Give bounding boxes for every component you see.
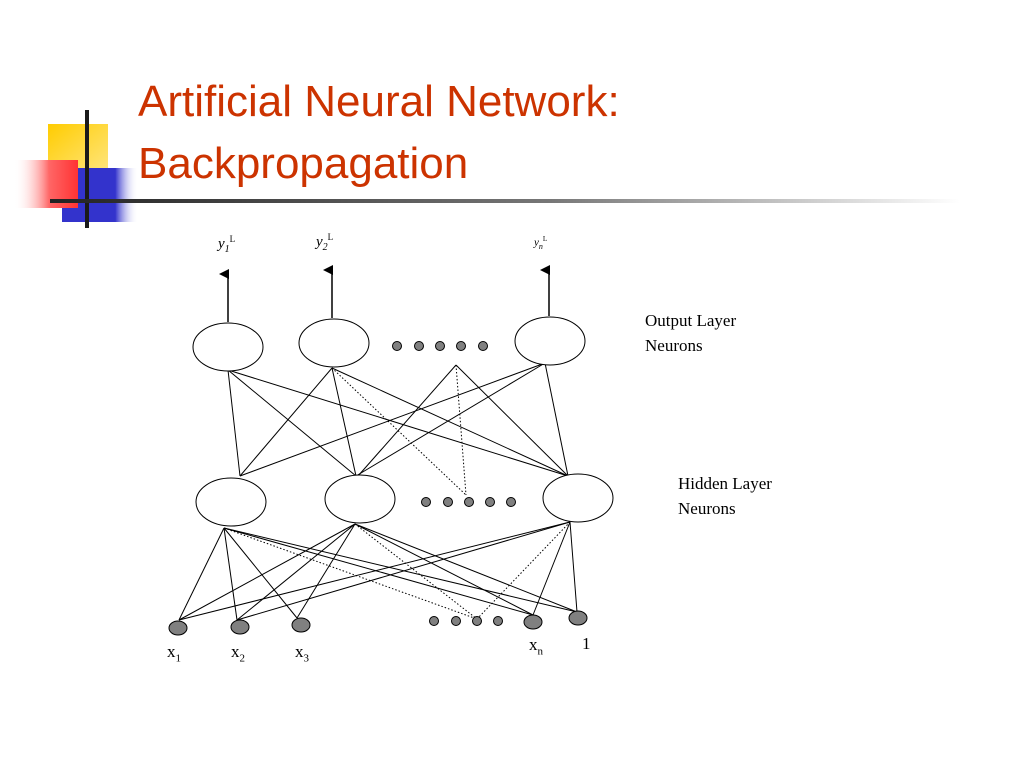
hidden-neuron-2 <box>324 474 396 524</box>
output-label-1-sup: L <box>229 234 236 244</box>
input-nodes <box>168 610 588 636</box>
input-label-x1-base: x <box>167 642 176 661</box>
output-layer-label: Output Layer Neurons <box>645 308 736 358</box>
output-neuron-1 <box>192 322 264 372</box>
input-ellipsis-dots <box>429 616 503 626</box>
output-label-n-base: y <box>534 236 539 249</box>
deco-horizontal-rule <box>50 199 960 203</box>
output-hidden-connections <box>227 362 569 477</box>
output-label-2-base: y <box>316 234 323 250</box>
input-node-x2 <box>230 619 250 635</box>
input-label-x1: x1 <box>167 642 181 664</box>
input-label-x3-base: x <box>295 642 304 661</box>
output-arrows <box>219 265 550 322</box>
input-label-x3: x3 <box>295 642 309 664</box>
input-label-x3-sub: 3 <box>303 652 310 665</box>
output-neuron-2 <box>298 318 370 368</box>
hidden-layer-label-line2: Neurons <box>678 499 736 518</box>
output-label-n: ynL <box>534 235 547 251</box>
output-layer-label-line2: Neurons <box>645 336 703 355</box>
input-label-xn: xn <box>529 635 543 657</box>
output-layer-neurons <box>192 316 586 372</box>
bias-node <box>568 610 588 626</box>
input-node-x1 <box>168 620 188 636</box>
input-label-x2-base: x <box>231 642 240 661</box>
input-label-x2-sub: 2 <box>239 652 246 665</box>
slide-title-line2: Backpropagation <box>138 139 469 188</box>
hidden-neuron-n <box>542 473 614 523</box>
input-node-xn <box>523 614 543 630</box>
input-node-x3 <box>291 617 311 633</box>
output-hidden-dotted-connections <box>331 364 467 496</box>
hidden-layer-label: Hidden Layer Neurons <box>678 471 772 521</box>
output-neuron-n <box>514 316 586 366</box>
output-layer-label-line1: Output Layer <box>645 311 737 330</box>
output-label-1: y1L <box>218 234 235 255</box>
hidden-layer-ellipsis-dots <box>421 497 516 507</box>
input-label-xn-sub: n <box>537 645 544 658</box>
hidden-neuron-1 <box>195 477 267 527</box>
hidden-input-dotted-connections <box>223 521 571 620</box>
bias-label: 1 <box>582 634 591 653</box>
hidden-layer-label-line1: Hidden Layer <box>678 474 772 493</box>
deco-vertical-bar <box>85 110 89 228</box>
output-layer-ellipsis-dots <box>392 341 488 351</box>
output-label-2-sup: L <box>327 232 334 242</box>
output-label-n-sup: L <box>542 235 548 243</box>
hidden-input-connections <box>178 521 578 621</box>
slide-title-line1: Artificial Neural Network: <box>138 77 620 126</box>
input-label-xn-base: x <box>529 635 538 654</box>
hidden-layer-neurons <box>195 473 614 527</box>
output-label-1-sub: 1 <box>224 244 230 255</box>
output-label-n-sub: n <box>538 241 543 251</box>
input-label-x2: x2 <box>231 642 245 664</box>
input-label-x1-sub: 1 <box>175 652 182 665</box>
output-label-1-base: y <box>218 236 225 252</box>
output-label-2: y2L <box>316 232 333 253</box>
output-label-2-sub: 2 <box>322 242 328 253</box>
